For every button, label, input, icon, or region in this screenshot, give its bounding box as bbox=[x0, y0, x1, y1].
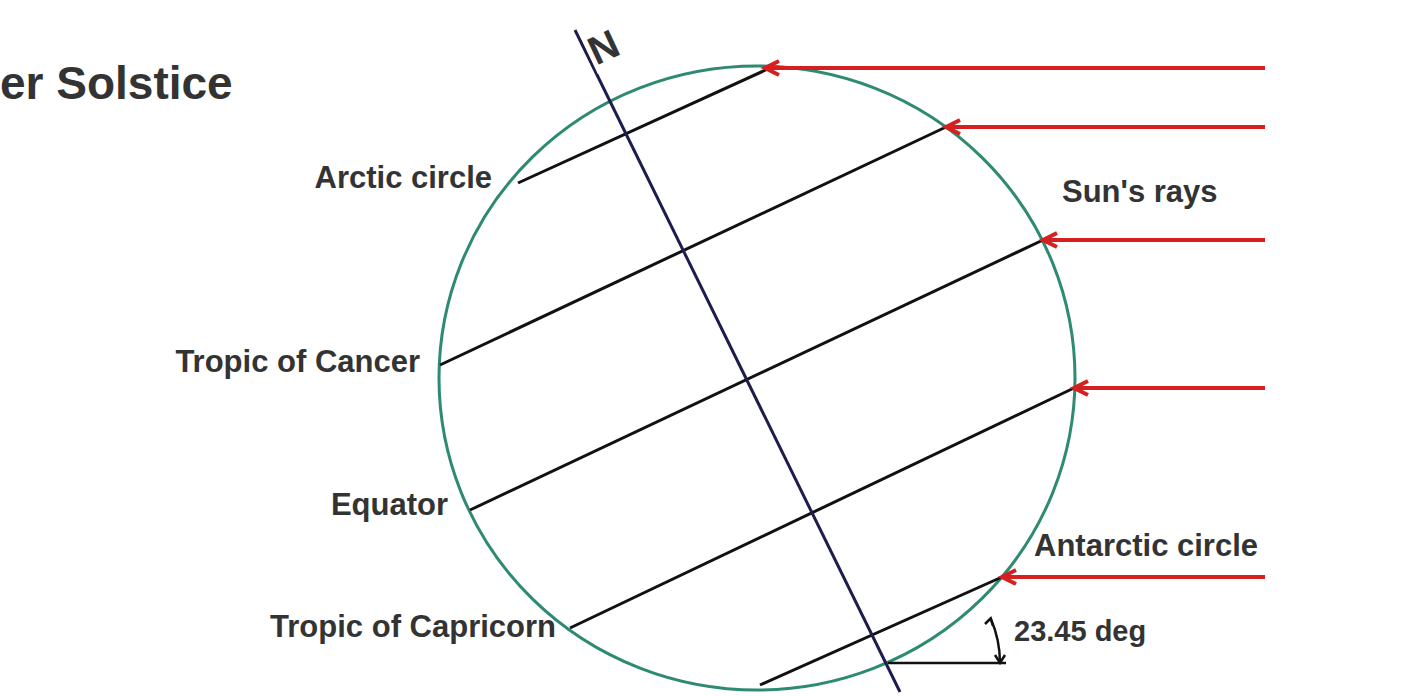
angle-label: 23.45 deg bbox=[1014, 616, 1146, 648]
arc-arrowhead bbox=[985, 618, 993, 626]
ray-arrowhead bbox=[1043, 233, 1057, 247]
arctic-line bbox=[518, 68, 770, 183]
latitude-label: Equator bbox=[331, 488, 448, 522]
sun-ray bbox=[1043, 238, 1265, 242]
horizontal-reference bbox=[888, 662, 1006, 665]
ray-arrowhead bbox=[765, 61, 779, 75]
ray-arrowhead bbox=[1002, 570, 1016, 584]
equator-line bbox=[470, 240, 1043, 510]
latitude-label: Arctic circle bbox=[315, 161, 493, 195]
arc-arrowhead bbox=[995, 655, 1005, 663]
diagram-title: er Solstice bbox=[0, 58, 233, 109]
angle-marker bbox=[888, 618, 1006, 663]
earth-outline bbox=[439, 66, 1075, 690]
sun-ray bbox=[1074, 386, 1265, 390]
ray-arrowhead bbox=[946, 120, 960, 134]
antarctic-line bbox=[760, 577, 1002, 685]
latitude-lines bbox=[440, 68, 1074, 685]
capricorn-line bbox=[570, 388, 1074, 628]
latitude-label: Tropic of Capricorn bbox=[270, 610, 556, 644]
latitude-label: Antarctic circle bbox=[1034, 529, 1258, 563]
rays-label: Sun's rays bbox=[1062, 175, 1218, 209]
sun-ray bbox=[1002, 575, 1265, 579]
latitude-label: Tropic of Cancer bbox=[175, 345, 420, 379]
sun-ray bbox=[765, 66, 1265, 70]
ray-arrowhead bbox=[1074, 381, 1088, 395]
sun-ray bbox=[946, 125, 1265, 129]
cancer-line bbox=[440, 127, 946, 365]
earth-axis bbox=[575, 30, 900, 692]
north-marker: N bbox=[579, 20, 627, 74]
sun-rays bbox=[765, 61, 1265, 584]
